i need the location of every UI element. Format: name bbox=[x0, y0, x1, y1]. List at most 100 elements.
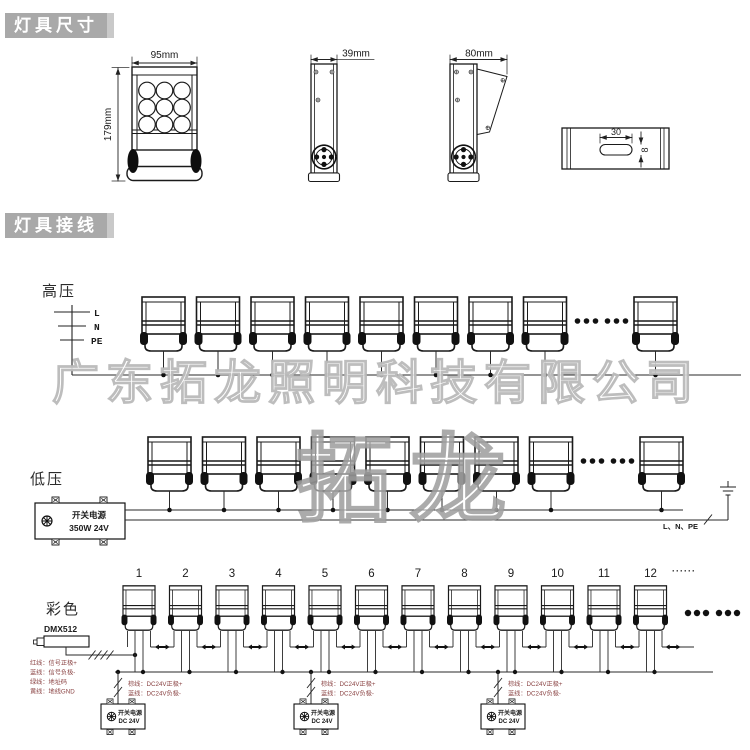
terminal-icon bbox=[106, 729, 114, 735]
front-view: 95mm 179mm bbox=[103, 50, 203, 182]
terminal-icon bbox=[128, 698, 136, 705]
terminal-icon bbox=[51, 496, 60, 504]
watermark-company-text: 广东拓龙照明科技有限公司 bbox=[51, 355, 700, 409]
mount-knob-right bbox=[190, 149, 202, 173]
wire-legend: 红线：信号正极+ 蓝线：信号负极- 绿线：地址码 黄线：地线GND bbox=[30, 659, 77, 696]
terminal-icon bbox=[321, 729, 329, 735]
mains-slash bbox=[703, 514, 713, 525]
dmx-signal-wire bbox=[65, 647, 135, 656]
front-width-dim: 95mm bbox=[151, 50, 179, 61]
signal-stub-wires bbox=[127, 631, 663, 647]
psu-gear-icon bbox=[486, 711, 497, 722]
screw-icon bbox=[329, 69, 335, 75]
lv-continuation-dots bbox=[580, 458, 635, 464]
bracket-width-dim: 80mm bbox=[465, 49, 493, 60]
svg-text:开关电源: 开关电源 bbox=[311, 709, 335, 717]
earth-ground-icon bbox=[720, 481, 736, 520]
psu-gear-icon bbox=[106, 711, 117, 722]
terminal-icon bbox=[106, 698, 114, 705]
psu-gear-icon bbox=[299, 711, 310, 722]
terminal-PE: PE bbox=[91, 336, 103, 347]
side-width-dim: 39mm bbox=[342, 49, 370, 60]
watermark-brand-text: 拓龙 bbox=[295, 426, 524, 535]
terminal-icon bbox=[299, 698, 307, 705]
screw-icon bbox=[313, 69, 319, 75]
color-psu-2: 棕线：DC24V正极+ 蓝线：DC24V负极- 开关电源 DC 24V bbox=[293, 672, 376, 735]
link-connector-icons bbox=[154, 644, 681, 650]
power-note-blue: 蓝线：DC24V负极- bbox=[321, 690, 374, 698]
svg-text:DC 24V: DC 24V bbox=[498, 719, 519, 725]
terminal-N: N bbox=[94, 322, 100, 333]
hv-drop-wires bbox=[163, 351, 656, 375]
side-view: 39mm bbox=[307, 49, 375, 183]
svg-text:5: 5 bbox=[322, 568, 328, 580]
knuckle-joint-icon bbox=[450, 144, 477, 170]
power-note-brown: 棕线：DC24V正极+ bbox=[128, 680, 183, 688]
top-view: 30 8 bbox=[561, 127, 670, 170]
svg-text:2: 2 bbox=[182, 568, 188, 580]
svg-text:11: 11 bbox=[598, 568, 610, 580]
screw-icon bbox=[485, 125, 490, 130]
hv-lamps bbox=[140, 296, 679, 352]
lv-mains-label: L、N、PE bbox=[663, 522, 698, 531]
svg-text:DC 24V: DC 24V bbox=[311, 719, 332, 725]
svg-text:开关电源: 开关电源 bbox=[118, 709, 142, 717]
power-note-brown: 棕线：DC24V正极+ bbox=[321, 680, 376, 688]
terminal-icon bbox=[508, 729, 516, 735]
terminal-icon bbox=[51, 538, 60, 546]
lv-drop-wires bbox=[169, 491, 662, 510]
numbers-ellipsis: ······ bbox=[672, 566, 696, 576]
screw-icon bbox=[468, 69, 474, 75]
svg-text:4: 4 bbox=[275, 568, 282, 580]
legend-yellow: 黄线：地线GND bbox=[30, 688, 75, 696]
color-junction-dots bbox=[115, 669, 657, 675]
dmx-label: DMX512 bbox=[44, 624, 77, 634]
svg-text:6: 6 bbox=[368, 568, 374, 580]
knuckle-joint-icon bbox=[311, 144, 337, 170]
section-header-wiring: 灯具接线 bbox=[5, 213, 114, 238]
dmx-wire-slashes bbox=[88, 650, 114, 660]
terminal-icon bbox=[486, 698, 494, 705]
led-array bbox=[138, 81, 191, 134]
psu-gear-icon bbox=[41, 515, 53, 527]
svg-text:1: 1 bbox=[136, 568, 142, 580]
legend-blue: 蓝线：信号负极- bbox=[30, 669, 75, 677]
dmx-controller: DMX512 bbox=[33, 624, 90, 648]
svg-text:10: 10 bbox=[551, 568, 564, 580]
mount-slot bbox=[599, 143, 633, 156]
slot-width-dim: 30 bbox=[611, 127, 621, 137]
terminal-L: L bbox=[94, 308, 100, 319]
slot-height-dim: 8 bbox=[640, 147, 650, 152]
hv-continuation-dots bbox=[574, 318, 629, 324]
color-psu-1: 棕线：DC24V正极+ 蓝线：DC24V负极- 开关电源 DC 24V bbox=[100, 672, 183, 735]
hv-junction-dots bbox=[161, 372, 658, 378]
color-psu-3: 棕线：DC24V正极+ 蓝线：DC24V负极- 开关电源 DC 24V bbox=[480, 672, 563, 735]
color-continuation-dots bbox=[684, 609, 741, 617]
power-drop-wires bbox=[134, 631, 655, 672]
high-voltage-diagram: 高压 L N PE bbox=[42, 283, 741, 378]
hv-mains-terminals: L N PE bbox=[54, 305, 103, 375]
terminal-icon bbox=[128, 729, 136, 735]
power-note-brown: 棕线：DC24V正极+ bbox=[508, 680, 563, 688]
svg-text:9: 9 bbox=[508, 568, 514, 580]
front-height-dim: 179mm bbox=[103, 108, 114, 141]
section-header-dimensions: 灯具尺寸 bbox=[5, 13, 114, 38]
mount-base bbox=[126, 165, 203, 182]
lv-psu-name: 开关电源 bbox=[72, 510, 107, 520]
svg-text:12: 12 bbox=[644, 568, 657, 580]
screw-icon bbox=[455, 97, 460, 103]
power-note-blue: 蓝线：DC24V负极- bbox=[128, 690, 181, 698]
screw-icon bbox=[500, 78, 505, 83]
svg-text:3: 3 bbox=[229, 568, 235, 580]
terminal-icon bbox=[99, 538, 108, 546]
svg-text:DC 24V: DC 24V bbox=[118, 719, 139, 725]
lv-junction-dots bbox=[167, 507, 664, 513]
legend-green: 绿线：地址码 bbox=[30, 678, 67, 686]
screw-icon bbox=[315, 97, 321, 103]
low-voltage-diagram: 低压 开关电源 350W 24V bbox=[30, 436, 736, 546]
terminal-icon bbox=[486, 729, 494, 735]
terminal-icon bbox=[508, 698, 516, 705]
terminal-icon bbox=[321, 698, 329, 705]
